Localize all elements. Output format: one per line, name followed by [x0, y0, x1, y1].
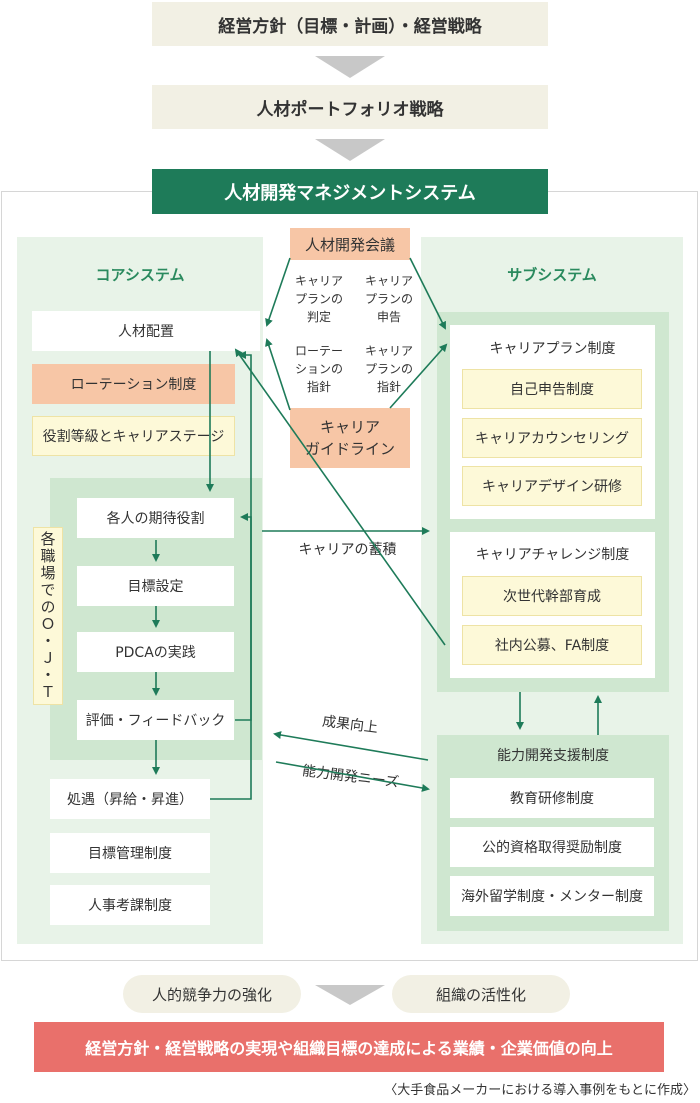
portfolio-box: 人材ポートフォリオ戦略 [152, 85, 548, 129]
ability-title: 能力開発支援制度 [497, 748, 609, 764]
council-to-career-plan-arrow [409, 257, 446, 330]
step-goal-setting: 目標設定 [77, 566, 234, 606]
treatment-loop-line [210, 351, 252, 800]
step-expected-role: 各人の期待役割 [77, 498, 234, 538]
down-arrow-1 [315, 56, 385, 78]
overseas-box: 海外留学制度・メンター制度 [450, 876, 654, 916]
career-plan-guide-label: キャリア プランの 指針 [364, 344, 413, 394]
placement-box: 人材配置 [32, 311, 260, 351]
career-design-box: キャリアデザイン研修 [462, 466, 642, 506]
rotation-guide-label: ローテー ションの 指針 [294, 344, 343, 394]
challenge-to-placement-arrow [234, 348, 446, 646]
goal-bar: 経営方針・経営戦略の実現や組織目標の達成による業績・企業価値の向上 [34, 1022, 664, 1072]
grade-box: 役割等級とキャリアステージ [32, 416, 235, 456]
portfolio-box-wrap: 人材ポートフォリオ戦略 [152, 85, 548, 129]
down-arrow-3 [315, 985, 385, 1005]
down-arrow-2 [315, 139, 385, 161]
challenge-title: キャリアチャレンジ制度 [475, 547, 630, 563]
appraisal-box: 人事考課制度 [50, 885, 210, 925]
step-feedback: 評価・フィードバック [77, 700, 234, 740]
guideline-to-placement-arrow [265, 338, 291, 411]
training-box: 教育研修制度 [450, 778, 654, 818]
qualification-box: 公的資格取得奨励制度 [450, 827, 654, 867]
career-counseling-box: キャリアカウンセリング [462, 418, 642, 458]
next-gen-box: 次世代幹部育成 [462, 576, 642, 616]
activation-pill: 組織の活性化 [392, 975, 570, 1013]
sub-system-title: サブシステム [507, 266, 597, 284]
council-to-placement-arrow [265, 257, 291, 327]
rotation-box: ローテーション制度 [32, 364, 235, 404]
feedback-loop-line [235, 513, 252, 721]
internal-recruit-box: 社内公募、FA制度 [462, 625, 642, 665]
system-title: 人材開発マネジメントシステム [152, 169, 548, 214]
guideline-to-career-plan-arrow [389, 343, 448, 409]
council-box: 人材開発会議 [290, 228, 410, 260]
core-system-title: コアシステム [95, 266, 185, 284]
career-plan-judge-label: キャリア プランの 判定 [294, 274, 343, 324]
ojt-label: 各職場でのＯ・Ｊ・Ｔ [33, 527, 63, 705]
mbo-box: 目標管理制度 [50, 833, 210, 873]
needs-arrow [275, 761, 430, 792]
treatment-box: 処遇（昇給・昇進） [50, 779, 210, 819]
self-report-box: 自己申告制度 [462, 369, 642, 409]
policy-box: 経営方針（目標・計画）・経営戦略 [152, 2, 548, 46]
guideline-box: キャリア ガイドライン [290, 408, 410, 468]
career-plan-report-label: キャリア プランの 申告 [364, 274, 413, 324]
competitiveness-pill: 人的競争力の強化 [123, 975, 301, 1013]
result-arrow [273, 731, 429, 761]
step-pdca: PDCAの実践 [77, 632, 234, 672]
career-plan-title: キャリアプラン制度 [489, 341, 616, 357]
source-note: 〈大手食品メーカーにおける導入事例をもとに作成〉 [384, 1083, 696, 1098]
